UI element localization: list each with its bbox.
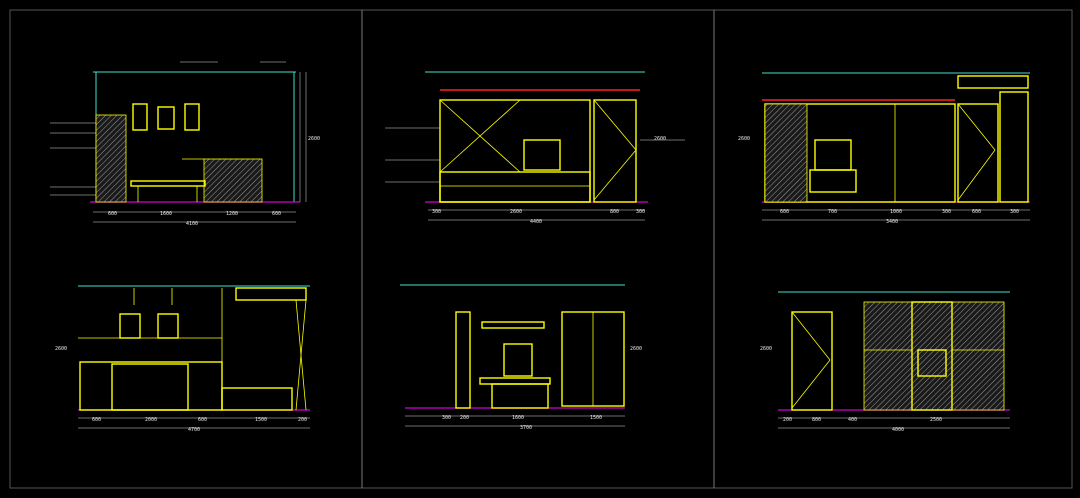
svg-text:2500: 2500 (930, 417, 942, 423)
elevation-4: 600 2000 600 1500 200 4700 2600 (55, 285, 310, 433)
svg-text:4400: 4400 (530, 219, 542, 225)
svg-text:1500: 1500 (590, 415, 602, 421)
elevation-3: 600 700 1000 300 600 300 3400 2600 (738, 72, 1030, 225)
svg-text:4000: 4000 (892, 427, 904, 433)
svg-text:2600: 2600 (760, 346, 772, 352)
svg-text:2600: 2600 (55, 346, 67, 352)
svg-text:2600: 2600 (308, 136, 320, 142)
svg-text:600: 600 (198, 417, 207, 423)
svg-text:1200: 1200 (226, 211, 238, 217)
svg-text:200: 200 (460, 415, 469, 421)
svg-text:2600: 2600 (738, 136, 750, 142)
svg-text:1500: 1500 (255, 417, 267, 423)
elevation-1: 600 1600 1200 600 4100 2600 (50, 61, 320, 227)
elevation-5: 300 200 1600 1500 3700 2600 (400, 284, 642, 431)
svg-text:600: 600 (108, 211, 117, 217)
svg-text:2600: 2600 (630, 346, 642, 352)
svg-text:4700: 4700 (188, 427, 200, 433)
sheet-border (9, 9, 1073, 489)
svg-text:200: 200 (783, 417, 792, 423)
svg-text:600: 600 (780, 209, 789, 215)
svg-text:3700: 3700 (520, 425, 532, 431)
svg-text:600: 600 (272, 211, 281, 217)
svg-text:300: 300 (942, 209, 951, 215)
svg-text:1600: 1600 (512, 415, 524, 421)
svg-text:300: 300 (636, 209, 645, 215)
svg-text:800: 800 (812, 417, 821, 423)
svg-text:2000: 2000 (145, 417, 157, 423)
svg-text:700: 700 (828, 209, 837, 215)
elevation-2: 300 2600 800 300 4400 2600 (385, 71, 685, 225)
svg-text:1000: 1000 (890, 209, 902, 215)
elevation-6: 200 800 400 2500 4000 2600 (760, 291, 1010, 433)
svg-text:2600: 2600 (510, 209, 522, 215)
svg-text:3400: 3400 (886, 219, 898, 225)
svg-text:600: 600 (972, 209, 981, 215)
svg-text:2600: 2600 (654, 136, 666, 142)
svg-text:300: 300 (432, 209, 441, 215)
svg-text:200: 200 (298, 417, 307, 423)
svg-text:4100: 4100 (186, 221, 198, 227)
svg-text:1600: 1600 (160, 211, 172, 217)
svg-text:400: 400 (848, 417, 857, 423)
svg-text:800: 800 (610, 209, 619, 215)
svg-text:300: 300 (442, 415, 451, 421)
svg-text:600: 600 (92, 417, 101, 423)
svg-text:300: 300 (1010, 209, 1019, 215)
